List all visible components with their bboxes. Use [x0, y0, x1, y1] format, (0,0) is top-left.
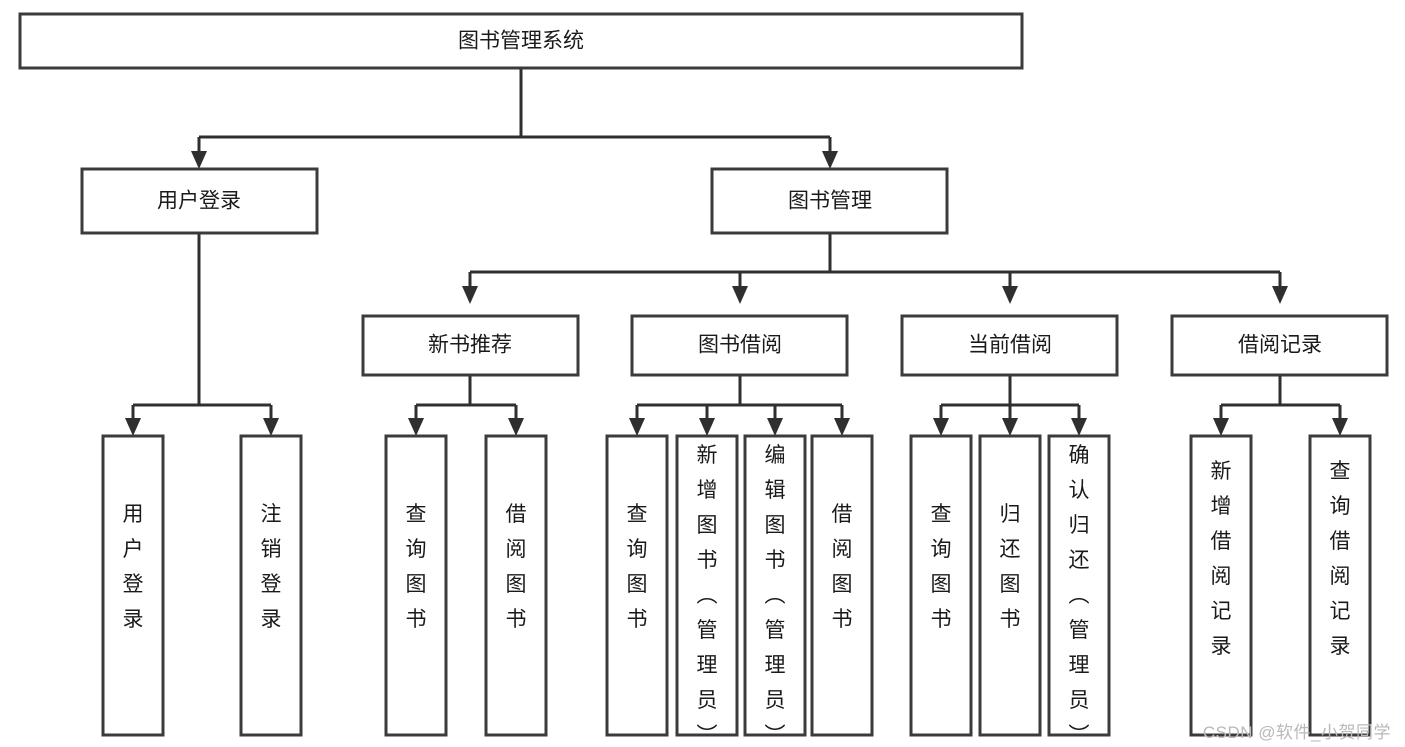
connector-book-mgmt-to-level3: [462, 233, 1288, 304]
node-borrow-record[interactable]: 借阅记录: [1170, 314, 1389, 377]
node-book-management[interactable]: 图书管理: [710, 167, 949, 235]
leaf-label: 查询借阅记录: [1330, 460, 1351, 658]
leaf-node[interactable]: 查询图书: [605, 434, 669, 737]
connector-user-login-to-leaves: [125, 233, 279, 436]
leaf-node[interactable]: 查询借阅记录: [1308, 434, 1372, 737]
leaf-label: 借阅图书: [832, 503, 853, 631]
leaf-node[interactable]: 注销登录: [239, 434, 303, 737]
connector-root-to-level2: [191, 68, 838, 169]
node-user-login[interactable]: 用户登录: [80, 167, 319, 235]
leaf-node[interactable]: 编辑图书︵管理员︶: [743, 434, 807, 747]
node-borrow-record-label: 借阅记录: [1238, 334, 1322, 357]
leaf-label: 归还图书: [1000, 503, 1021, 631]
leaf-node[interactable]: 新增图书︵管理员︶: [675, 434, 739, 747]
node-root-label: 图书管理系统: [458, 30, 584, 53]
node-current-borrow[interactable]: 当前借阅: [900, 314, 1119, 377]
csdn-watermark: CSDN @软件_小贺同学: [1202, 723, 1391, 742]
leaf-node[interactable]: 查询图书: [909, 434, 973, 737]
leaf-node[interactable]: 新增借阅记录: [1189, 434, 1253, 737]
node-book-borrow-label: 图书借阅: [698, 334, 782, 357]
node-new-book-recommend[interactable]: 新书推荐: [361, 314, 580, 377]
leaf-node[interactable]: 用户登录: [101, 434, 165, 737]
leaf-label: 查询图书: [627, 503, 648, 631]
leaf-node[interactable]: 确认归还︵管理员︶: [1047, 434, 1111, 747]
leaf-label: 确认归还︵管理员︶: [1069, 444, 1090, 747]
node-current-borrow-label: 当前借阅: [968, 334, 1052, 357]
connector-borrow-record-to-leaves: [1213, 375, 1348, 436]
leaf-node[interactable]: 查询图书: [384, 434, 448, 737]
leaf-label: 新增借阅记录: [1211, 460, 1232, 658]
node-new-book-recommend-label: 新书推荐: [428, 334, 512, 357]
leaf-label: 借阅图书: [506, 503, 527, 631]
leaf-label: 查询图书: [406, 503, 427, 631]
node-root-system[interactable]: 图书管理系统: [18, 12, 1024, 70]
node-book-borrow[interactable]: 图书借阅: [630, 314, 849, 377]
connector-current-borrow-to-leaves: [933, 375, 1087, 436]
leaf-label: 用户登录: [123, 503, 144, 631]
leaf-node[interactable]: 借阅图书: [810, 434, 874, 737]
leaf-label: 注销登录: [261, 503, 282, 631]
leaf-node[interactable]: 归还图书: [978, 434, 1042, 737]
leaf-label: 新增图书︵管理员︶: [697, 444, 718, 747]
leaf-node[interactable]: 借阅图书: [484, 434, 548, 737]
connector-new-book-to-leaves: [408, 375, 524, 436]
connector-book-borrow-to-leaves: [629, 375, 850, 436]
node-user-login-label: 用户登录: [157, 190, 241, 213]
node-book-management-label: 图书管理: [788, 190, 872, 213]
leaf-label: 查询图书: [931, 503, 952, 631]
leaf-label: 编辑图书︵管理员︶: [765, 444, 786, 747]
